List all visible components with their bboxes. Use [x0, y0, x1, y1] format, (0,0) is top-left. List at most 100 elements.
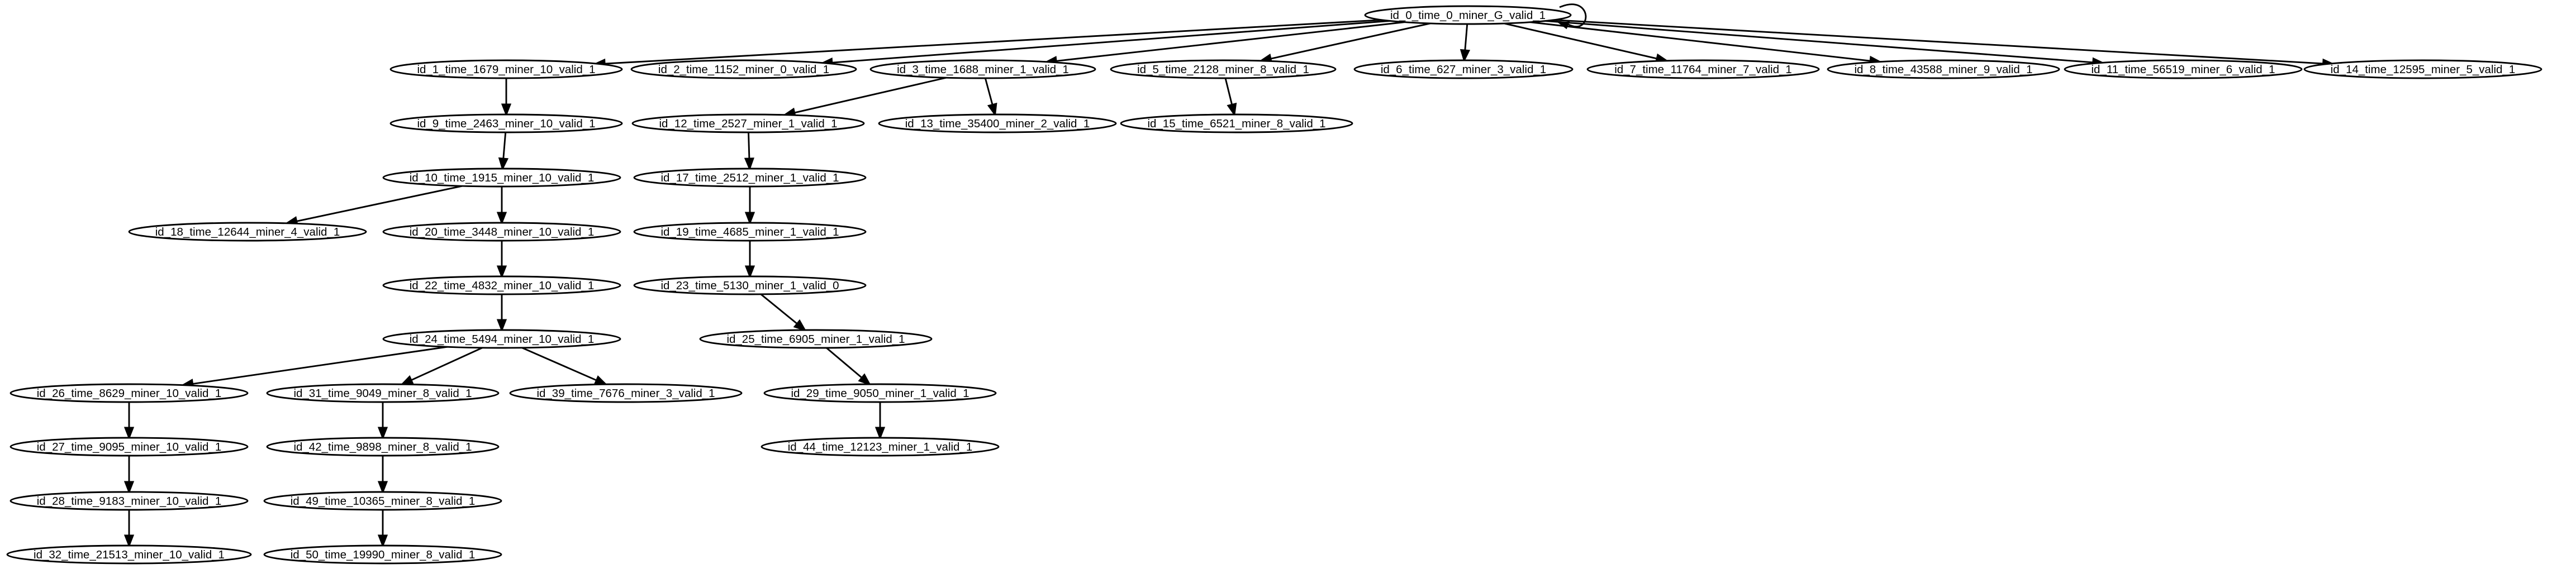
edge-arrowhead [793, 319, 807, 332]
block-node-ellipse [266, 437, 500, 457]
block-node-ellipse [6, 544, 252, 565]
block-node-label: id_6_time_627_miner_3_valid_1 [1381, 63, 1546, 76]
block-node-label: id_31_time_9049_miner_8_valid_1 [293, 387, 472, 400]
block-node-n7: id_7_time_11764_miner_7_valid_1 [1586, 59, 1820, 79]
block-node-label: id_17_time_2512_miner_1_valid_1 [660, 171, 839, 184]
nodes-layer: id_0_time_0_miner_G_valid_1 id_1_time_167… [6, 5, 2542, 565]
block-node-ellipse [633, 222, 867, 242]
block-node-ellipse [699, 329, 933, 349]
block-node-ellipse [633, 275, 867, 295]
block-node-n17: id_17_time_2512_miner_1_valid_1 [633, 168, 867, 188]
block-node-n11: id_11_time_56519_miner_6_valid_1 [2064, 59, 2303, 79]
edge-n31-n42 [377, 402, 388, 441]
block-node-label: id_1_time_1679_miner_10_valid_1 [417, 63, 595, 76]
edge-arrowhead [744, 265, 755, 279]
edge-arrowhead [496, 212, 507, 226]
block-node-ellipse [631, 113, 865, 133]
block-node-n26: id_26_time_8629_miner_10_valid_1 [9, 383, 249, 403]
edge-n49-n50 [377, 510, 388, 548]
edge-arrowhead [874, 427, 886, 441]
edge-arrowhead [1460, 49, 1471, 63]
block-node-label: id_28_time_9183_miner_10_valid_1 [37, 495, 222, 508]
block-node-n28: id_28_time_9183_miner_10_valid_1 [9, 491, 249, 511]
block-node-n23: id_23_time_5130_miner_1_valid_0 [633, 275, 867, 295]
block-node-label: id_8_time_43588_miner_9_valid_1 [1854, 63, 2032, 76]
edge-arrowhead [1227, 102, 1237, 117]
edge-n0-n6 [1460, 23, 1471, 63]
block-node-n20: id_20_time_3448_miner_10_valid_1 [382, 222, 621, 242]
block-node-n29: id_29_time_9050_miner_1_valid_1 [763, 383, 997, 403]
block-node-n0: id_0_time_0_miner_G_valid_1 [1364, 5, 1572, 25]
block-node-label: id_7_time_11764_miner_7_valid_1 [1614, 63, 1792, 76]
block-node-ellipse [2064, 59, 2303, 79]
edge-line [1056, 21, 1407, 62]
block-node-ellipse [763, 383, 997, 403]
block-node-ellipse [1110, 59, 1337, 79]
block-node-ellipse [1353, 59, 1574, 79]
block-node-label: id_5_time_2128_miner_8_valid_1 [1137, 63, 1309, 76]
block-node-ellipse [382, 329, 621, 349]
edge-n42-n49 [377, 456, 388, 495]
block-node-n6: id_6_time_627_miner_3_valid_1 [1353, 59, 1574, 79]
edge-n12-n17 [744, 132, 754, 171]
edge-n27-n28 [123, 456, 135, 495]
block-node-ellipse [1364, 5, 1572, 25]
block-node-n8: id_8_time_43588_miner_9_valid_1 [1827, 59, 2060, 79]
block-node-ellipse [9, 491, 249, 511]
block-node-label: id_32_time_21513_miner_10_valid_1 [34, 548, 225, 561]
block-node-ellipse [382, 168, 621, 188]
block-node-label: id_18_time_12644_miner_4_valid_1 [155, 226, 340, 238]
block-node-label: id_50_time_19990_miner_8_valid_1 [291, 548, 476, 561]
block-node-n13: id_13_time_35400_miner_2_valid_1 [878, 113, 1117, 133]
block-node-n49: id_49_time_10365_miner_8_valid_1 [263, 491, 502, 511]
block-node-label: id_3_time_1688_miner_1_valid_1 [897, 63, 1069, 76]
edge-arrowhead [123, 427, 135, 441]
block-node-n27: id_27_time_9095_miner_10_valid_1 [9, 437, 249, 457]
block-node-ellipse [9, 383, 249, 403]
block-node-ellipse [761, 437, 1000, 457]
edge-n9-n10 [498, 132, 509, 171]
block-node-n18: id_18_time_12644_miner_4_valid_1 [128, 222, 367, 242]
edge-line [1224, 78, 1233, 105]
edge-n10-n20 [496, 187, 507, 226]
block-node-ellipse [630, 59, 857, 79]
block-node-n14: id_14_time_12595_miner_5_valid_1 [2303, 59, 2542, 79]
block-node-ellipse [263, 544, 502, 565]
edge-arrowhead [377, 534, 388, 548]
block-node-ellipse [9, 437, 249, 457]
block-node-ellipse [266, 383, 500, 403]
block-node-label: id_42_time_9898_miner_8_valid_1 [293, 441, 472, 453]
block-node-label: id_29_time_9050_miner_1_valid_1 [791, 387, 969, 400]
block-node-label: id_19_time_4685_miner_1_valid_1 [660, 226, 839, 238]
edge-arrowhead [496, 265, 507, 279]
block-node-ellipse [1586, 59, 1820, 79]
block-node-n19: id_19_time_4685_miner_1_valid_1 [633, 222, 867, 242]
edge-n23-n25 [760, 293, 807, 332]
block-node-label: id_2_time_1152_miner_0_valid_1 [658, 63, 829, 76]
edge-line [1503, 22, 1657, 60]
block-node-n42: id_42_time_9898_miner_8_valid_1 [266, 437, 500, 457]
block-node-n31: id_31_time_9049_miner_8_valid_1 [266, 383, 500, 403]
block-node-ellipse [389, 59, 623, 79]
edge-line [521, 347, 597, 381]
edge-n26-n27 [123, 402, 135, 441]
edge-line [502, 132, 507, 159]
block-node-ellipse [263, 491, 502, 511]
edge-line [192, 346, 449, 385]
block-node-label: id_10_time_1915_miner_10_valid_1 [410, 171, 595, 184]
edge-n5-n15 [1224, 78, 1237, 117]
edge-line [825, 347, 863, 379]
edge-line [760, 293, 798, 324]
edge-arrowhead [858, 373, 872, 386]
edge-n20-n22 [496, 241, 507, 279]
edge-arrowhead [123, 534, 135, 548]
block-node-label: id_44_time_12123_miner_1_valid_1 [788, 441, 973, 453]
edge-line [1270, 22, 1431, 60]
block-node-ellipse [633, 168, 867, 188]
edge-arrowhead [377, 481, 388, 495]
edge-n29-n44 [874, 402, 886, 441]
block-node-label: id_27_time_9095_miner_10_valid_1 [37, 441, 222, 453]
edge-arrowhead [744, 212, 755, 226]
edge-arrowhead [498, 157, 509, 171]
edge-line [984, 78, 994, 105]
